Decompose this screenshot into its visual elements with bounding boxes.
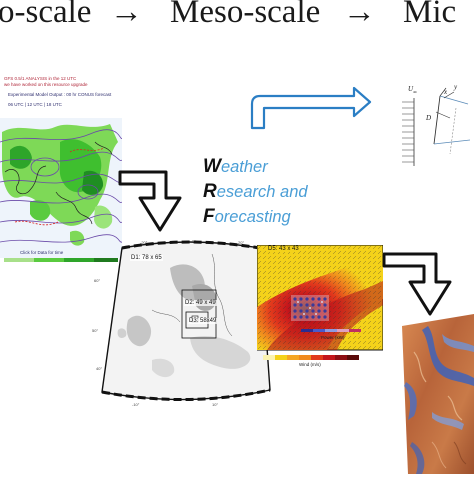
wrf-text-esearch: esearch and xyxy=(216,183,308,201)
turbine-inflow-diagram xyxy=(402,87,471,166)
svg-text:0°: 0° xyxy=(192,240,196,243)
blue-arrow-right xyxy=(250,86,372,130)
terrain-flow-render xyxy=(402,314,474,474)
y-axis-label: y xyxy=(454,83,458,91)
wrf-line-research: Research and xyxy=(203,181,308,203)
wind-farm-d5-panel: D5: 43 x 43 Power (kW) Wind (m/s) xyxy=(256,244,384,380)
gfs-forecast-map xyxy=(0,72,123,264)
svg-text:-10°: -10° xyxy=(132,402,140,407)
wrf-line-weather: Weather xyxy=(203,156,268,178)
header-meso-scale: Meso-scale xyxy=(170,0,321,30)
outline-arrow-down-2 xyxy=(382,252,452,316)
svg-text:20°: 20° xyxy=(238,240,244,245)
domain-d5-label: D5: 43 x 43 xyxy=(267,246,300,252)
u-infinity-label: U∞ xyxy=(408,85,417,95)
wrf-text-orecasting: orecasting xyxy=(214,208,291,226)
svg-text:60°: 60° xyxy=(94,278,100,283)
infinity-subscript: ∞ xyxy=(413,90,417,96)
power-colorbar-label: Power (kW) xyxy=(321,335,345,340)
svg-text:-20°: -20° xyxy=(140,240,148,245)
domain-d3-label: D3: 58x49 xyxy=(188,318,218,324)
wrf-initial-r: R xyxy=(203,181,217,202)
header-macro-scale-fragment: o-scale xyxy=(0,0,92,30)
gfs-times: 06 UTC | 12 UTC | 18 UTC xyxy=(8,102,62,107)
header-arrow-2: → xyxy=(343,0,376,30)
u-symbol: U xyxy=(408,85,414,93)
svg-text:40°: 40° xyxy=(96,366,102,371)
domain-d1-label: D1: 78 x 65 xyxy=(130,255,163,261)
diameter-label: D xyxy=(426,114,432,122)
x-axis-label: x xyxy=(444,88,448,96)
header-micro-scale-fragment: Mic xyxy=(403,0,457,30)
gfs-footer: Click for Data for time xyxy=(20,250,64,255)
outline-arrow-down-1 xyxy=(118,170,182,232)
header-arrow-1: → xyxy=(110,0,143,30)
gfs-forecast-panel: GFS 0.5/1 ANALYSIS in the 12 UTC we have… xyxy=(0,72,123,264)
wind-speed-power-map xyxy=(256,244,384,360)
gfs-header-line1: GFS 0.5/1 ANALYSIS in the 12 UTC xyxy=(4,76,77,81)
terrain-flow-panel xyxy=(402,312,474,474)
wrf-line-forecasting: Forecasting xyxy=(203,206,291,228)
turbine-schematic-panel: U∞ y x D xyxy=(398,82,474,182)
svg-text:10°: 10° xyxy=(212,402,218,407)
wind-colorbar-label: Wind (m/s) xyxy=(299,362,321,367)
svg-text:50°: 50° xyxy=(92,328,98,333)
wrf-initial-w: W xyxy=(203,156,221,177)
gfs-subtitle: Experimental Model Output : 00 hr CONUS … xyxy=(8,92,112,97)
wrf-domain-map-panel: 60°50°40° -20°0°20° -10°10° D1: 78 x 65 … xyxy=(92,238,277,408)
domain-d2-label: D2: 49 x 49 xyxy=(184,300,217,306)
wrf-domain-map: 60° 50° 40° -20° 0° 20° -10° 10° xyxy=(92,238,271,407)
gfs-header-line2: we have worked on this resource upgrade xyxy=(4,82,88,87)
wrf-text-eather: eather xyxy=(220,158,268,176)
wrf-initial-f: F xyxy=(203,206,215,227)
